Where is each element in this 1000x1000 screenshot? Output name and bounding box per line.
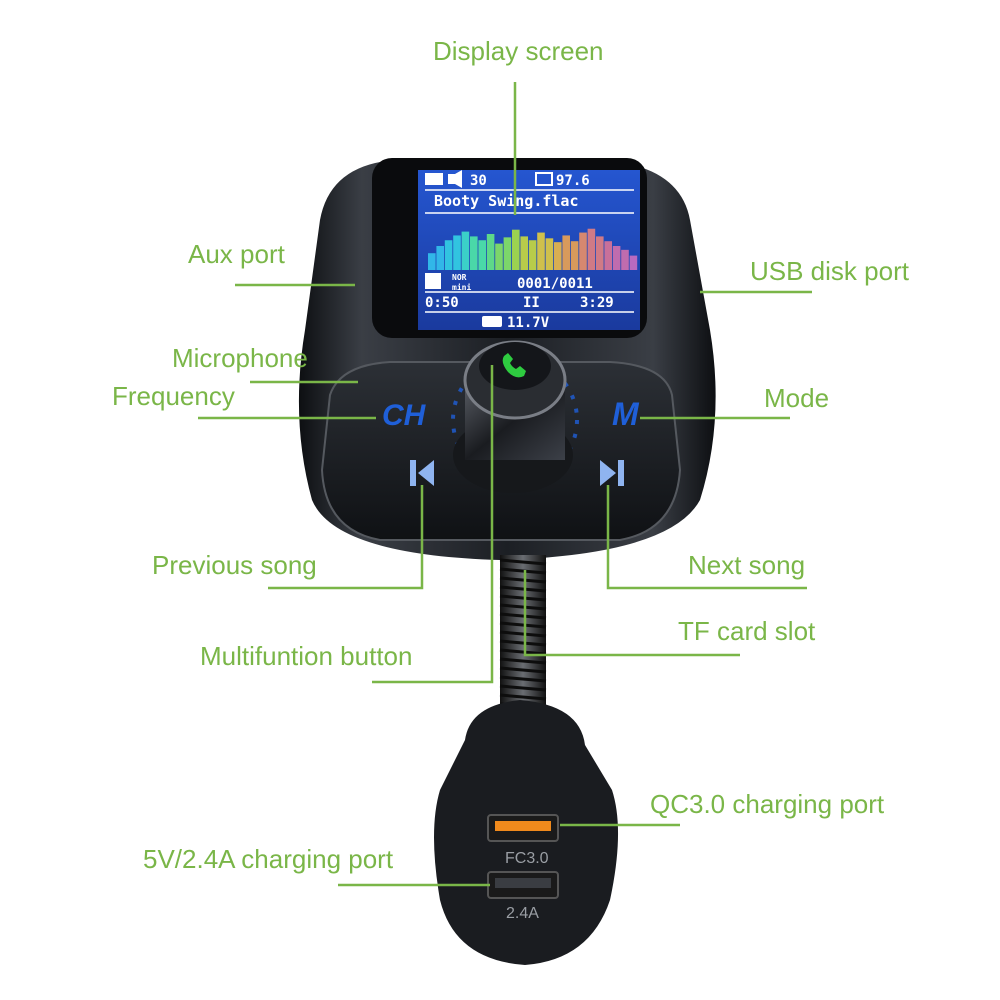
lcd-badge-bottom: mini (452, 282, 471, 292)
phone-icon (502, 353, 526, 378)
equalizer-bar (587, 228, 596, 270)
fm-icon (535, 172, 553, 186)
std-port-label: 2.4A (506, 905, 539, 922)
battery-icon (482, 316, 502, 327)
equalizer-bar (503, 237, 512, 270)
knob-led-ring (451, 356, 579, 484)
gooseneck-rib (499, 684, 547, 692)
speaker-icon (448, 170, 462, 188)
equalizer-bars (428, 228, 638, 270)
gooseneck-rib (499, 585, 547, 593)
lcd-status-row: 30 97.6 (425, 170, 634, 191)
gooseneck-rib (499, 648, 547, 656)
equalizer-bar (436, 246, 444, 270)
equalizer-bar (629, 255, 638, 270)
equalizer-bar (461, 231, 470, 270)
lcd-volume: 30 (470, 173, 487, 189)
callout-multifunction-button: Multifuntion button (200, 641, 413, 671)
gooseneck-rib (499, 612, 547, 620)
equalizer-bar (537, 232, 545, 270)
callout-std-charging-port: 5V/2.4A charging port (143, 844, 394, 874)
gooseneck-rib (499, 675, 547, 683)
lcd-pause: II (523, 295, 540, 311)
gooseneck-rib (499, 603, 547, 611)
lcd-song-title: Booty Swing.flac (434, 192, 579, 210)
gooseneck-rib (499, 693, 547, 701)
callout-lines (198, 82, 812, 887)
lcd-elapsed: 0:50 (425, 295, 459, 311)
equalizer-bar (486, 234, 495, 270)
lcd-info-row: NOR mini 0001/0011 0:50 II 3:29 11.7V (425, 273, 634, 331)
gooseneck-rib (499, 558, 547, 566)
equalizer-bar (562, 235, 570, 270)
lcd-total: 3:29 (580, 295, 614, 311)
equalizer-bar (579, 232, 587, 270)
equalizer-bar (478, 240, 486, 270)
gooseneck-rib (499, 621, 547, 629)
callout-next-song: Next song (688, 550, 806, 580)
equalizer-bar (470, 236, 478, 270)
equalizer-bar (495, 243, 503, 270)
callout-qc-charging-port: QC3.0 charging port (650, 789, 885, 819)
equalizer-bar (570, 241, 579, 270)
callout-usb-disk-port: USB disk port (750, 256, 909, 286)
equalizer-bar (621, 249, 629, 270)
lcd-track: 0001/0011 (517, 276, 593, 292)
previous-track-icon[interactable] (410, 460, 434, 486)
equalizer-bar (512, 229, 520, 270)
gooseneck-rib (499, 594, 547, 602)
callout-aux-port: Aux port (188, 239, 285, 269)
equalizer-bar (428, 253, 436, 270)
gooseneck-rib (499, 666, 547, 674)
gooseneck-rib (499, 567, 547, 575)
lcd-badge-top: NOR (452, 273, 467, 282)
lcd-voltage: 11.7V (507, 315, 550, 331)
gooseneck-rib (499, 576, 547, 584)
frequency-button[interactable]: CH (382, 399, 427, 432)
equalizer-bar (453, 235, 461, 270)
equalizer-bar (596, 236, 604, 270)
gooseneck-rib (499, 639, 547, 647)
equalizer-bar (612, 246, 621, 270)
lcd-freq: 97.6 (556, 173, 590, 189)
equalizer-bar (545, 238, 554, 270)
equalizer-bar (528, 240, 537, 270)
equalizer-bar (520, 236, 528, 270)
equalizer-bar (554, 242, 562, 270)
multifunction-knob[interactable] (453, 340, 573, 493)
callout-frequency: Frequency (112, 381, 235, 411)
mode-button[interactable]: M (612, 396, 640, 432)
gooseneck-rib (499, 630, 547, 638)
music-icon (425, 173, 443, 185)
callout-microphone: Microphone (172, 343, 308, 373)
callout-previous-song: Previous song (152, 550, 317, 580)
gooseneck-rib (499, 657, 547, 665)
settings-icon (425, 273, 441, 289)
callout-tf-card-slot: TF card slot (678, 616, 816, 646)
callout-mode: Mode (764, 383, 830, 413)
qc-port-label: FC3.0 (505, 850, 549, 867)
equalizer-bar (444, 240, 453, 270)
next-track-icon[interactable] (600, 460, 624, 486)
equalizer-bar (604, 241, 612, 270)
callout-display-screen: Display screen (433, 36, 604, 66)
